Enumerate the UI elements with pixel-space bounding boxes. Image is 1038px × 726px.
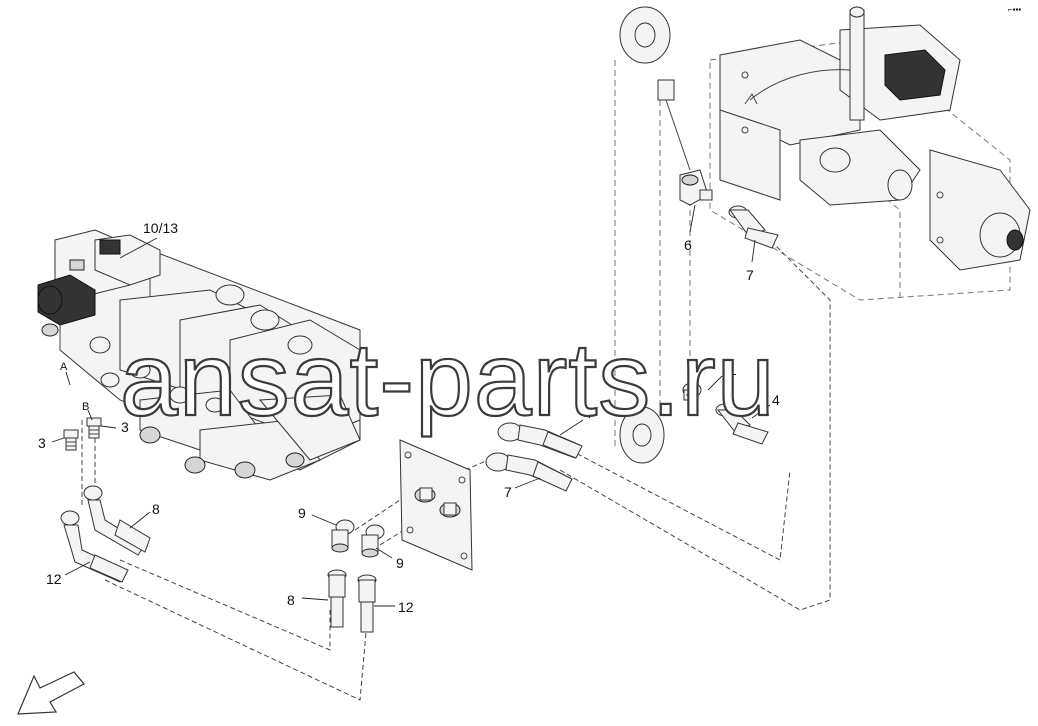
callout-3-left: 3 [38,435,46,451]
callout-3-right: 3 [121,419,129,435]
callout-12-left: 12 [46,571,62,587]
tee-fitting-6 [679,169,713,206]
callout-6: 6 [684,237,692,253]
hose-end-12-bottom [357,574,377,633]
fitting-3-right [86,417,102,439]
elbow-9-top [331,519,355,553]
callout-10-13: 10/13 [143,220,178,236]
axle-assembly [719,6,1031,271]
control-valve-block [37,229,361,481]
elbow-9-bottom [361,524,385,558]
callout-7-top: 7 [746,267,754,283]
callout-12-bottom: 12 [398,599,414,615]
hose-12-left [60,510,129,583]
leader-lines [51,204,771,607]
bulkhead-plate [399,439,473,571]
fitting-11 [682,382,702,401]
arrow-down-left-icon [17,671,85,715]
callout-7-middle: 7 [504,484,512,500]
hydraulic-cylinder [619,6,691,464]
callout-labels: 10/13 6 7 11 4 4 7 3 3 8 12 9 9 8 12 A B [38,220,780,615]
port-label-a: A [60,361,68,373]
hose-8-left [83,485,151,556]
callout-4-right: 4 [772,392,780,408]
hose-4-middle [497,422,583,459]
callout-9-bottom: 9 [396,555,404,571]
fitting-3-left [63,429,79,451]
callout-8-left: 8 [152,501,160,517]
callout-11: 11 [722,362,737,378]
callout-4-middle: 4 [584,405,592,421]
callout-9-top: 9 [298,505,306,521]
hose-end-8-bottom [327,569,347,628]
port-label-b: B [82,401,89,413]
callout-8-bottom: 8 [287,592,295,608]
hose-end-4-right [715,403,769,445]
hose-end-7-top [728,205,779,249]
hose-7-middle [485,452,573,492]
corner-mark: ⌐▪▪▪ [1008,5,1021,14]
watermark: ansat-parts.ru [120,322,776,438]
